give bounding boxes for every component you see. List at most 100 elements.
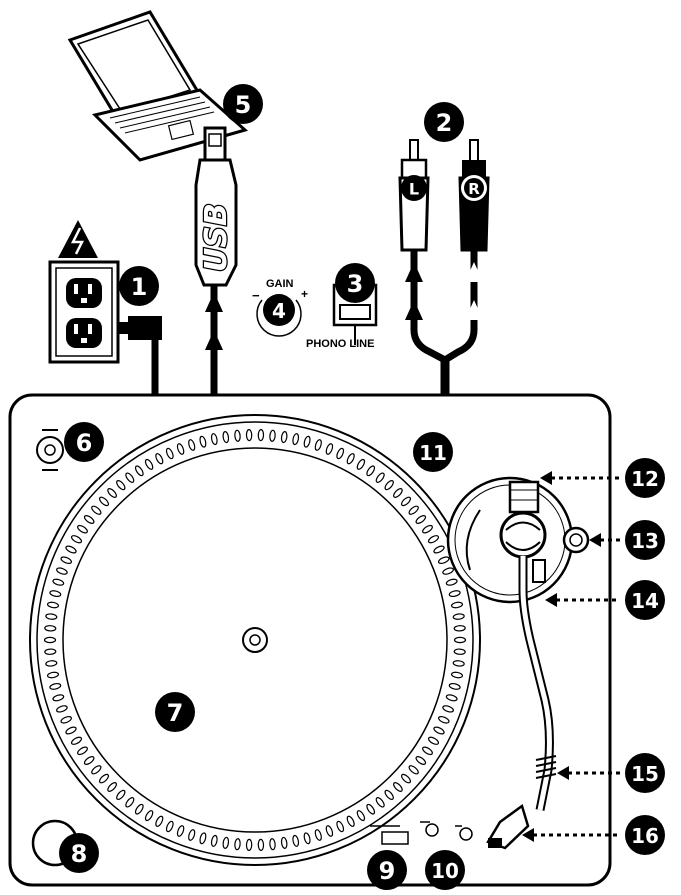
strobe-dot	[450, 671, 464, 679]
strobe-dot	[366, 465, 376, 477]
strobe-dot	[65, 726, 77, 735]
strobe-dot	[176, 825, 185, 837]
callout-5: 5	[223, 84, 263, 124]
callout-1: 1	[119, 266, 159, 306]
strobe-dot	[415, 756, 427, 765]
strobe-dot	[77, 746, 88, 756]
strobe-dot	[234, 838, 241, 851]
strobe-dot	[234, 429, 241, 442]
callout-6: 6	[64, 422, 104, 462]
callout-4-number: 4	[272, 299, 286, 323]
callout-7-number: 7	[167, 699, 184, 727]
strobe-dot	[98, 773, 110, 784]
strobe-dot	[269, 838, 276, 851]
callout-9: 9	[367, 850, 407, 890]
start-stop-button	[370, 825, 409, 845]
strobe-dot	[445, 578, 458, 586]
callout-3: 3	[335, 263, 375, 303]
strobe-dot	[393, 488, 403, 498]
strobe-dot	[188, 439, 196, 451]
strobe-dot	[98, 496, 110, 507]
strobe-dot	[292, 433, 300, 446]
platter	[29, 414, 481, 866]
strobe-dot	[408, 765, 419, 775]
callout-13-number: 13	[631, 529, 659, 553]
strobe-dot	[155, 815, 164, 827]
phono-line-switch-icon: PHONO LINE	[306, 283, 378, 350]
strobe-dot	[45, 660, 58, 667]
strobe-dot	[49, 590, 62, 598]
strobe-dot	[303, 832, 311, 845]
gain-knob-icon: GAIN − + 4	[252, 278, 308, 337]
callout-7: 7	[155, 692, 195, 732]
strobe-dot	[45, 613, 58, 620]
callout-12: 12	[540, 458, 665, 498]
strobe-dot	[336, 820, 345, 833]
speed-selector-icon	[420, 821, 473, 841]
strobe-dot	[245, 429, 253, 442]
strobe-dot	[422, 746, 433, 756]
strobe-dot	[91, 765, 102, 775]
strobe-dot	[125, 797, 135, 808]
strobe-dot	[222, 431, 230, 444]
callout-14: 14	[545, 580, 665, 620]
strobe-dot	[280, 836, 288, 849]
callout-11-number: 11	[419, 441, 447, 465]
strobe-dot	[144, 458, 154, 470]
strobe-dot	[134, 803, 144, 815]
strobe-dot	[336, 447, 345, 460]
usb-label: USB	[199, 203, 234, 272]
strobe-dot	[44, 648, 57, 655]
power-outlet-icon	[48, 260, 162, 395]
strobe-dot	[56, 705, 68, 713]
strobe-dot	[257, 429, 265, 442]
strobe-dot	[400, 496, 412, 507]
gain-label: GAIN	[266, 278, 294, 290]
phono-line-label: PHONO LINE	[306, 338, 374, 350]
strobe-dot	[60, 715, 72, 724]
strobe-dot	[176, 443, 185, 455]
strobe-dot	[384, 789, 394, 800]
callout-15-number: 15	[631, 762, 659, 786]
strobe-dot	[356, 458, 366, 470]
tonearm-icon	[446, 476, 590, 811]
strobe-dot	[125, 472, 135, 483]
strobe-dot	[366, 803, 376, 815]
strobe-dot	[346, 453, 355, 465]
strobe-dot	[408, 505, 419, 515]
strobe-dot	[65, 545, 77, 554]
strobe-dot	[245, 838, 253, 851]
warning-triangle-icon	[58, 220, 98, 258]
strobe-dot	[442, 567, 454, 575]
strobe-dot	[60, 556, 72, 565]
strobe-dot	[116, 789, 126, 800]
callout-12-number: 12	[631, 467, 659, 491]
strobe-dot	[393, 782, 403, 792]
strobe-dot	[165, 820, 174, 833]
callout-16-number: 16	[631, 824, 659, 848]
strobe-dot	[452, 613, 465, 620]
strobe-dot	[433, 545, 445, 554]
strobe-dot	[44, 625, 57, 632]
callout-8-number: 8	[71, 840, 88, 868]
callout-8: 8	[59, 833, 99, 873]
gain-plus: +	[301, 287, 308, 301]
callout-5-number: 5	[235, 91, 252, 119]
strobe-dot	[438, 556, 450, 565]
laptop-icon	[67, 10, 249, 162]
strobe-dot	[438, 715, 450, 724]
strobe-dot	[46, 601, 60, 609]
strobe-dot	[375, 472, 385, 483]
strobe-dot	[346, 815, 355, 827]
strobe-dot	[314, 439, 322, 451]
strobe-dot	[91, 505, 102, 515]
usb-cable-icon: USB	[194, 126, 238, 395]
strobe-dot	[222, 836, 230, 849]
rca-left-label: L	[409, 180, 419, 199]
strobe-dot	[144, 810, 154, 822]
strobe-dot	[427, 535, 440, 544]
strobe-dot	[257, 838, 265, 851]
callout-10: 10	[425, 850, 465, 890]
strobe-dot	[46, 671, 60, 679]
callout-1-number: 1	[131, 273, 148, 301]
